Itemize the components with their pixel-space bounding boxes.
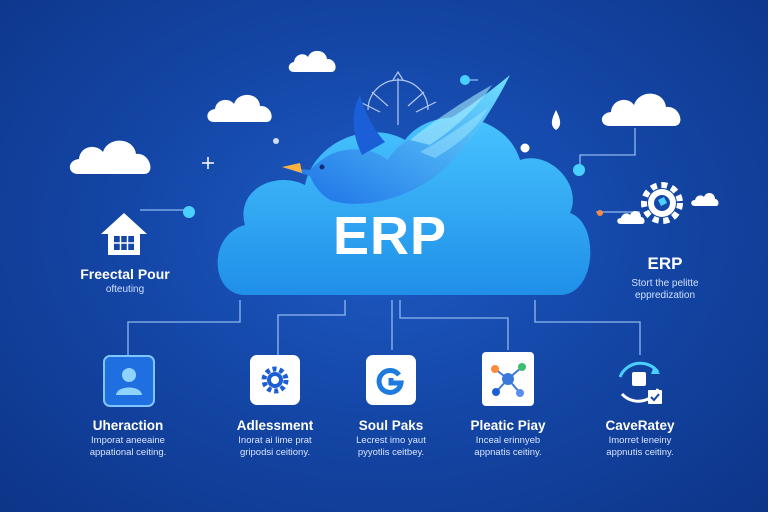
module-1-desc-2: appational ceiting.	[89, 447, 167, 458]
module-4-desc-2: appnatis ceitiny.	[474, 447, 542, 458]
small-cloud-icon	[617, 211, 645, 224]
small-cloud-icon	[691, 193, 719, 206]
module-5-title: CaveRatey	[605, 418, 675, 433]
sparkle-icon	[202, 157, 214, 169]
connector-dot-left	[183, 206, 195, 218]
left-panel-subtitle: ofteuting	[105, 284, 145, 295]
module-2-desc-2: gripodsi ceitiony.	[239, 447, 311, 458]
settings-gear-icon	[261, 366, 289, 394]
connector-dot-right	[573, 164, 585, 176]
module-5-desc-2: appnutis ceitiny.	[606, 447, 674, 458]
dot-top	[460, 75, 470, 85]
small-cloud-icon	[69, 140, 151, 174]
small-cloud-icon	[207, 94, 272, 122]
module-3-desc-2: pyyotlis ceitbey.	[357, 447, 425, 458]
dot-white	[520, 143, 530, 153]
right-panel-subtitle-2: eppredization	[634, 290, 696, 301]
small-cloud-icon	[601, 93, 681, 126]
main-cloud	[217, 117, 591, 296]
module-1-desc-1: Imporat aneeaine	[91, 435, 165, 446]
connector-module-4	[399, 300, 509, 350]
droplet-icon	[551, 110, 561, 130]
connector-module-5	[534, 300, 641, 355]
module-4-title: Pleatic Piay	[470, 418, 546, 433]
module-4-desc-1: Inceal erinnyeb	[475, 435, 541, 446]
module-2-desc-1: Inorat ai lime prat	[238, 435, 312, 446]
module-5-desc-1: Imorret leneiny	[608, 435, 672, 446]
bird-icon	[282, 75, 510, 204]
settings-card	[250, 355, 300, 405]
left-panel-title: Freectal Pour	[80, 266, 170, 282]
house-icon	[101, 213, 147, 255]
gear-icon	[641, 182, 683, 224]
user-card	[103, 355, 155, 407]
compass-icon	[359, 70, 437, 125]
cycle-icon	[618, 361, 662, 404]
module-2-title: Adlessment	[236, 418, 314, 433]
module-3-title: Soul Paks	[358, 418, 424, 433]
connector-module-2	[277, 300, 346, 365]
right-panel-subtitle-1: Stort the pelitte	[631, 278, 699, 289]
network-icon	[491, 363, 526, 397]
g-logo-icon	[376, 367, 404, 395]
small-cloud-icon	[288, 50, 336, 72]
user-icon	[116, 368, 142, 395]
network-card	[482, 352, 534, 406]
connector-top-right	[579, 128, 636, 170]
module-1-title: Uheraction	[92, 418, 164, 433]
connector-module-1	[127, 300, 241, 365]
google-card	[366, 355, 416, 405]
erp-label: ERP	[332, 206, 448, 266]
right-panel-title: ERP	[647, 254, 683, 273]
module-3-desc-1: Lecrest imo yaut	[356, 435, 426, 446]
